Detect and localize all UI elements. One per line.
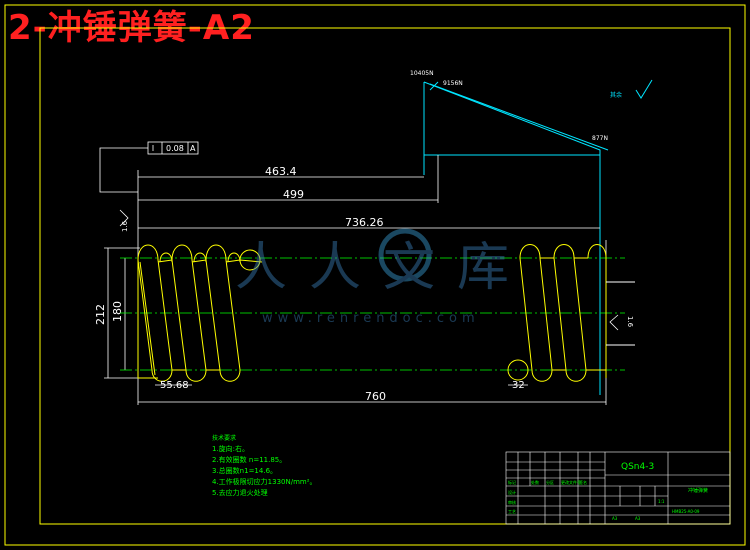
tolerance-frame [147, 141, 199, 155]
tb-col-label: 处数 [531, 479, 539, 485]
dim-180: 180 [111, 301, 124, 322]
dim-499: 499 [283, 188, 304, 201]
dim-736: 736.26 [345, 216, 384, 229]
watermark-logo-icon [378, 228, 432, 282]
roughness-left-icon [119, 209, 129, 227]
diameter-dimensions [104, 247, 140, 379]
tb-col-label: 更改文件号 [561, 479, 581, 485]
tb-col-label: 分区 [546, 479, 554, 485]
load-diagram-outline [423, 81, 601, 156]
outer-border [4, 4, 746, 546]
part-name-label: 冲锤弹簧 [688, 487, 708, 494]
note-line: 1.旋向:右。 [212, 444, 249, 453]
dim-212: 212 [94, 304, 107, 325]
surface-finish-icon [635, 79, 653, 99]
note-line: 2.有效圈数 n=11.85。 [212, 455, 286, 464]
load-diagram [423, 81, 609, 395]
load-label-3: 877N [592, 135, 608, 142]
format-label-2: A3 [635, 516, 641, 521]
spring-right-group [519, 244, 607, 382]
note-line: 4.工作极限切应力1330N/mm²。 [212, 477, 317, 486]
load-diagram-tick-1 [429, 81, 439, 91]
note-line: 3.总圈数n1=14.6。 [212, 466, 277, 475]
note-line: 5.去应力退火处理 [212, 488, 268, 497]
technical-notes: 技术要求 1.旋向:右。 2.有效圈数 n=11.85。 3.总圈数n1=14.… [212, 434, 317, 497]
inner-frame [39, 27, 731, 525]
tb-row-label: 标记 [508, 479, 516, 485]
material-label: QSn4-3 [621, 462, 654, 472]
wire-section-left [239, 249, 261, 271]
dim-760: 760 [365, 390, 386, 403]
spring-coils [137, 244, 635, 382]
watermark-brand: 人人文库 [235, 238, 531, 298]
dim-463: 463.4 [265, 165, 297, 178]
roughness-left: 1.6 [121, 220, 129, 232]
title-block-frame [505, 451, 731, 525]
load-diagram-slope [429, 83, 609, 151]
tolerance-datum: A [190, 144, 196, 153]
dim-pitch: 55.68 [160, 380, 189, 391]
drawing-number: HMB25-A0-09 [672, 509, 700, 514]
tolerance-leader [99, 147, 148, 193]
title-block [505, 451, 731, 525]
tb-row-label: 审核 [508, 499, 516, 505]
spring-left-inner [137, 252, 241, 379]
wire-section-right [507, 359, 529, 381]
surface-note: 其余 [610, 91, 622, 99]
scale-label: 1:1 [658, 499, 665, 504]
roughness-right-icon [609, 314, 619, 331]
watermark: 人人文库 www.renrendoc.com [235, 228, 531, 326]
tb-row-label: 工艺 [508, 509, 516, 514]
watermark-url: www.renrendoc.com [262, 311, 480, 326]
load-label-2: 9156N [443, 80, 463, 87]
notes-heading: 技术要求 [212, 434, 236, 442]
tb-col-label: 签名 [579, 479, 587, 485]
load-label-1: 10405N [410, 70, 434, 77]
dim-wire: 32 [512, 380, 525, 391]
tb-row-label: 设计 [508, 489, 516, 495]
format-label-1: A3 [612, 516, 618, 521]
roughness-right: 1.6 [626, 316, 634, 328]
tolerance-value: 0.08 [166, 144, 184, 153]
